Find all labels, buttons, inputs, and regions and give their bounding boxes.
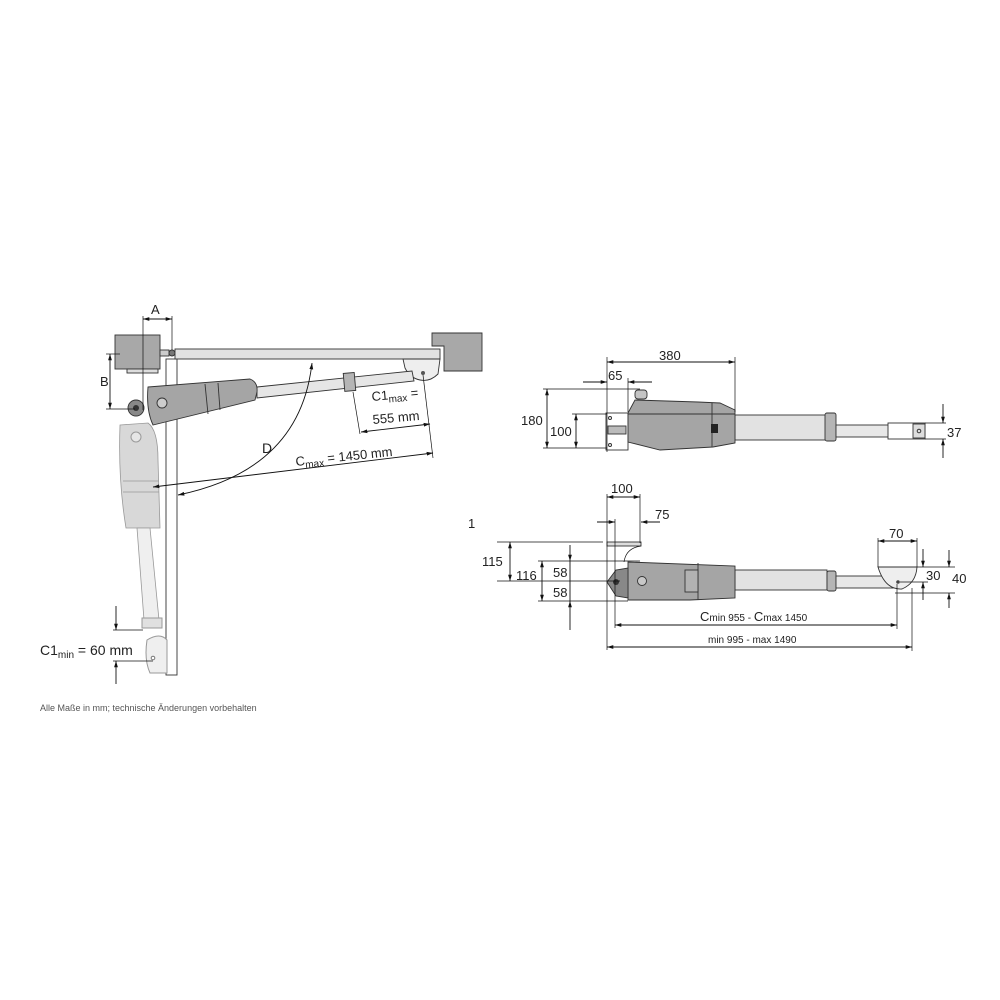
stray-digit: 1	[468, 516, 475, 531]
bracket-open-dot	[150, 655, 156, 661]
label-180: 180	[521, 413, 543, 428]
release-lock	[711, 424, 718, 433]
rod-outer	[734, 569, 828, 591]
label-b: B	[100, 374, 109, 389]
label-30: 30	[926, 568, 940, 583]
knob-open	[130, 431, 142, 443]
rod-collar	[824, 412, 837, 442]
c1min-label: C1min = 60 mm	[40, 642, 133, 661]
pillar-plate	[606, 541, 642, 547]
label-overall: min 995 - max 1490	[708, 635, 797, 646]
cable-gland	[634, 389, 648, 400]
top-view: 380 65 180 100 37	[521, 348, 961, 458]
installation-view: D Cmax = 1450 mm C1max = 555 mm A B C1mi…	[40, 302, 483, 713]
c1max-value: 555 mm	[372, 408, 420, 427]
label-58-bottom: 58	[553, 585, 567, 600]
c1max-dim	[360, 422, 431, 434]
label-100: 100	[611, 481, 633, 496]
label-70: 70	[889, 526, 903, 541]
label-58-top: 58	[553, 565, 567, 580]
gate-open-leaf	[165, 358, 178, 676]
bracket-dot	[421, 371, 425, 375]
label-d: D	[262, 440, 272, 456]
label-116: 116	[516, 568, 537, 583]
hinge-pin	[168, 349, 176, 357]
c1max-ext	[352, 391, 361, 435]
actuator-collar-closed	[342, 372, 357, 392]
side-view: 100 75 115 116 58 58 70 30 40 Cmin	[482, 481, 966, 651]
cmax-dim	[152, 451, 434, 489]
footer-note: Alle Maße in mm; technische Änderungen v…	[40, 703, 257, 713]
plate-hole	[608, 416, 612, 420]
label-37: 37	[947, 425, 961, 440]
label-40: 40	[952, 571, 966, 586]
knob-closed	[156, 397, 168, 409]
label-c-range: Cmin 955 - Cmax 1450	[700, 609, 808, 624]
release-knob	[637, 576, 647, 586]
pillar-box	[114, 334, 161, 370]
cmax-label: Cmax = 1450 mm	[295, 444, 394, 472]
c1max-label: C1max =	[371, 385, 419, 407]
rod-inner	[835, 424, 891, 438]
motor-body-top	[627, 399, 736, 451]
stop-box	[431, 332, 483, 372]
gate-closed-leaf	[174, 348, 441, 360]
rod-outer	[734, 414, 828, 441]
label-380: 380	[659, 348, 681, 363]
label-115: 115	[482, 554, 503, 569]
label-75: 75	[655, 507, 669, 522]
plate-lug	[607, 425, 627, 435]
bracket-open	[145, 635, 168, 674]
pillar-bracket	[126, 368, 159, 374]
hinge-stub	[159, 349, 170, 357]
end-bracket	[877, 566, 918, 590]
end-bracket-dot	[896, 580, 900, 584]
clevis-hole	[916, 428, 922, 434]
label-a: A	[151, 302, 160, 317]
body-panel	[684, 569, 699, 593]
label-100: 100	[550, 424, 572, 439]
pivot-center	[613, 579, 619, 585]
actuator-rod-open	[136, 527, 160, 621]
plate-hole	[608, 443, 612, 447]
clevis-end	[912, 423, 926, 439]
label-65: 65	[608, 368, 622, 383]
rod-collar	[826, 570, 837, 592]
bracket-curve	[623, 545, 642, 563]
actuator-collar-open	[141, 617, 163, 629]
pivot-center	[133, 405, 139, 411]
actuator-body-open	[119, 422, 161, 529]
cmax-ext	[422, 374, 434, 459]
